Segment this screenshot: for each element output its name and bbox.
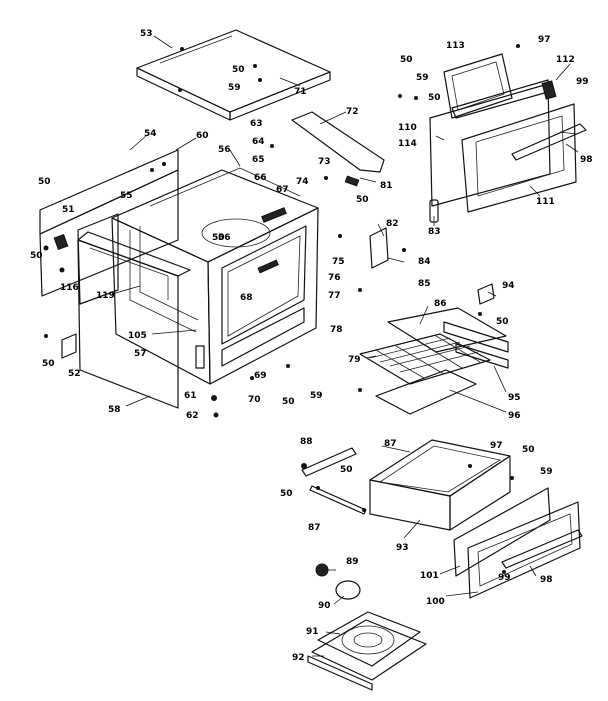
callout: 50 — [30, 251, 43, 261]
callout: 82 — [386, 219, 399, 229]
callout: 87 — [308, 523, 321, 533]
callout: 112 — [556, 55, 575, 65]
callout: 89 — [346, 557, 359, 567]
control-knob — [315, 563, 361, 600]
callout: 75 — [332, 257, 345, 267]
callout: 86 — [434, 299, 447, 309]
callout: 65 — [252, 155, 265, 165]
callout: 50 — [522, 445, 535, 455]
drawer-front — [453, 487, 583, 599]
callout: 87 — [384, 439, 397, 449]
callout: 50 — [42, 359, 55, 369]
callout: 97 — [490, 441, 503, 451]
callout: 91 — [306, 627, 319, 637]
callout: 93 — [396, 543, 409, 553]
burner-assembly — [307, 611, 427, 691]
callout: 59 — [416, 73, 429, 83]
callout: 81 — [380, 181, 393, 191]
callout: 95 — [508, 393, 521, 403]
callout: 50 — [340, 465, 353, 475]
callout: 50 — [212, 233, 225, 243]
callout: 113 — [446, 41, 465, 51]
cabinet-body — [111, 167, 319, 385]
callout: 77 — [328, 291, 341, 301]
callout: 99 — [498, 573, 511, 583]
callout: 63 — [250, 119, 263, 129]
callout: 98 — [580, 155, 593, 165]
callout: 60 — [196, 131, 209, 141]
callout: 52 — [68, 369, 81, 379]
callout: 96 — [508, 411, 521, 421]
callout: 101 — [420, 571, 439, 581]
callout: 50 — [400, 55, 413, 65]
side-panel — [39, 149, 179, 297]
callout: 72 — [346, 107, 359, 117]
callout: 85 — [418, 279, 431, 289]
callout: 55 — [120, 191, 133, 201]
callout: 71 — [294, 87, 307, 97]
callout: 74 — [296, 177, 309, 187]
callout: 88 — [300, 437, 313, 447]
callout: 50 — [282, 397, 295, 407]
callout: 84 — [418, 257, 431, 267]
callout: 94 — [502, 281, 515, 291]
callout: 61 — [184, 391, 197, 401]
callout: 59 — [310, 391, 323, 401]
callout: 57 — [134, 349, 147, 359]
callout: 50 — [356, 195, 369, 205]
oven-rack-assembly — [358, 283, 509, 415]
callout: 68 — [240, 293, 253, 303]
storage-drawer — [369, 439, 514, 531]
callout: 58 — [108, 405, 121, 415]
callout: 62 — [186, 411, 199, 421]
drawer-slides — [301, 447, 367, 515]
callout: 100 — [426, 597, 445, 607]
leader-lines — [111, 35, 579, 657]
top-trim — [270, 111, 385, 187]
callout: 76 — [328, 273, 341, 283]
upper-door-assembly — [398, 44, 587, 223]
callout: 67 — [276, 185, 289, 195]
side-bracket — [338, 227, 406, 292]
callout: 56 — [218, 145, 231, 155]
callout: 54 — [144, 129, 157, 139]
callout: 59 — [228, 83, 241, 93]
callout: 53 — [140, 29, 153, 39]
callout: 90 — [318, 601, 331, 611]
callout: 73 — [318, 157, 331, 167]
hinge-parts — [195, 345, 290, 418]
side-shield — [43, 213, 119, 305]
callout: 56 — [218, 233, 231, 243]
callout: 50 — [232, 65, 245, 75]
bracket-52 — [44, 333, 77, 359]
callout: 114 — [398, 139, 417, 149]
callout: 50 — [38, 177, 51, 187]
top-panel — [136, 29, 331, 121]
callout: 83 — [428, 227, 441, 237]
callout: 105 — [128, 331, 147, 341]
callout: 110 — [398, 123, 417, 133]
callout: 92 — [292, 653, 305, 663]
callout: 98 — [540, 575, 553, 585]
front-frame — [77, 231, 191, 409]
callout: 59 — [540, 467, 553, 477]
callout: 116 — [60, 283, 79, 293]
callout: 99 — [576, 77, 589, 87]
callout: 70 — [248, 395, 261, 405]
callout: 64 — [252, 137, 265, 147]
callout: 50 — [496, 317, 509, 327]
callout: 78 — [330, 325, 343, 335]
callout: 79 — [348, 355, 361, 365]
callout: 97 — [538, 35, 551, 45]
callout: 111 — [536, 197, 555, 207]
callout: 50 — [280, 489, 293, 499]
callout: 119 — [96, 291, 115, 301]
callout: 51 — [62, 205, 75, 215]
callout: 69 — [254, 371, 267, 381]
callout: 66 — [254, 173, 267, 183]
callout-labels: 53 50 59 71 72 54 60 56 63 64 65 66 67 7… — [30, 29, 593, 663]
callout: 50 — [428, 93, 441, 103]
